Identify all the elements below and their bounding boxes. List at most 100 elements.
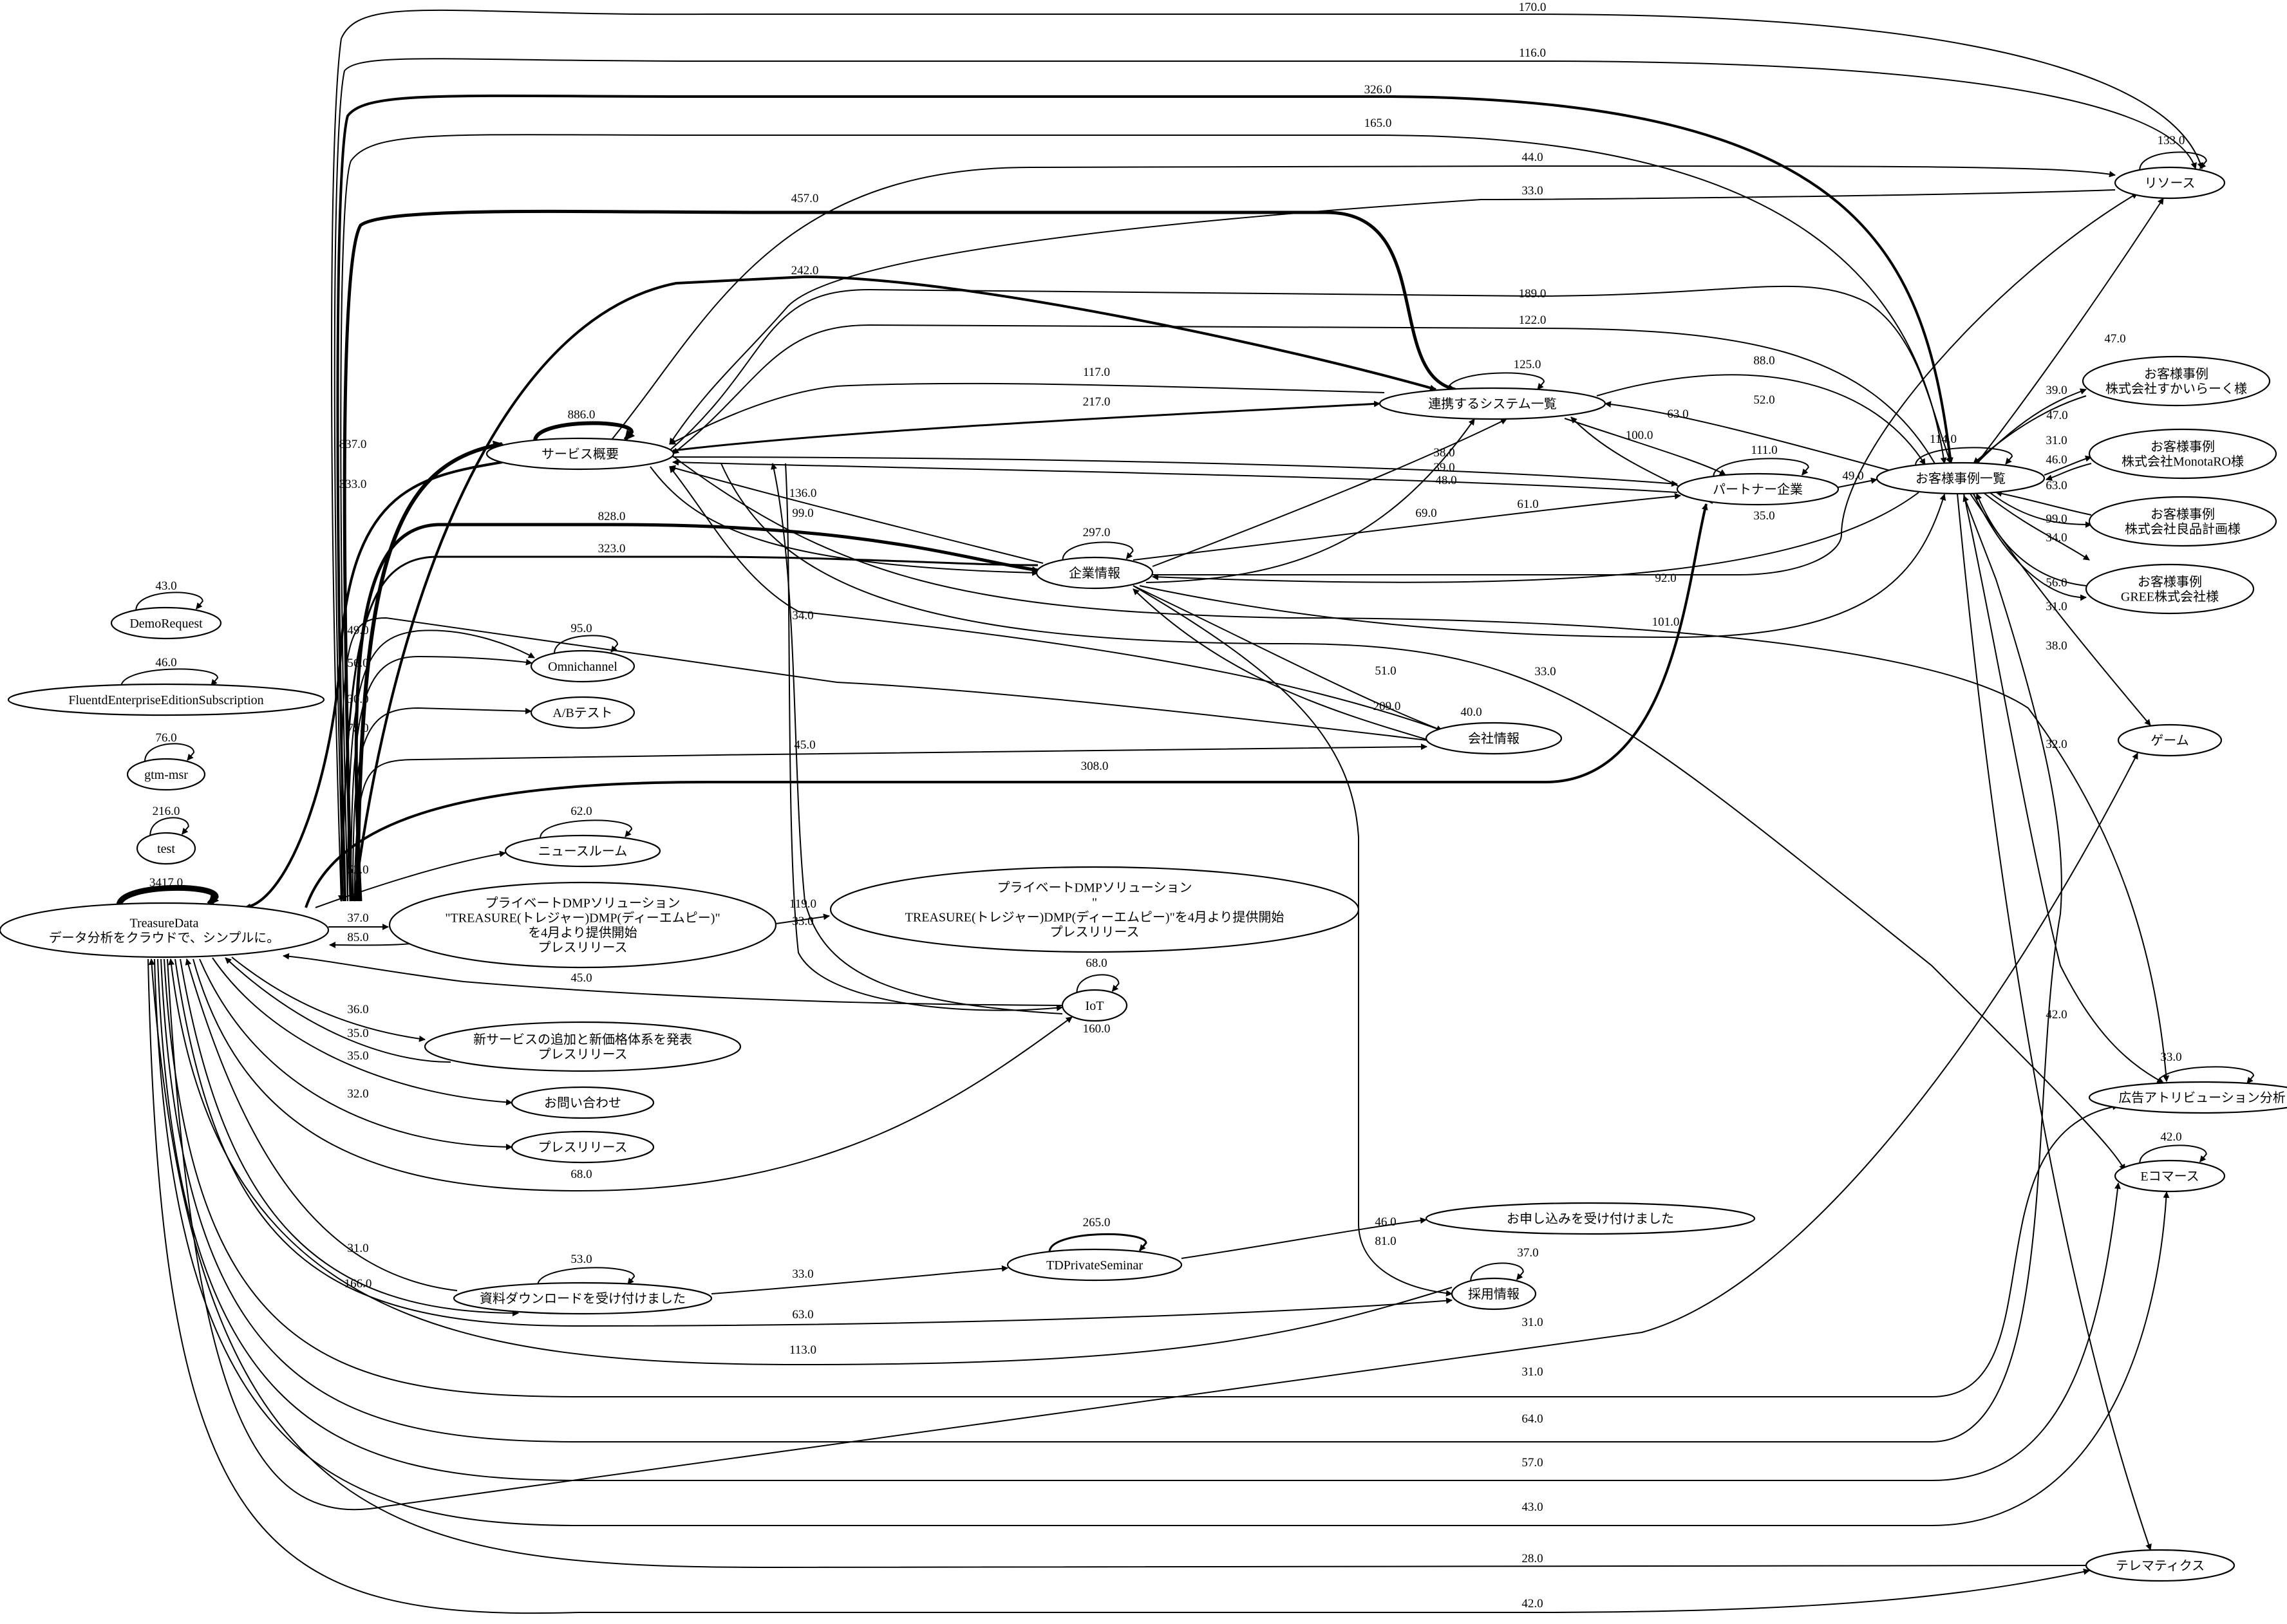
edge-weight-label: 32.0: [347, 1087, 368, 1101]
edge-e-kigyo-resource-35: [1153, 192, 2138, 575]
edge-weight-label: 297.0: [1083, 526, 1111, 539]
node-ellipse: [388, 881, 777, 969]
node-label: パートナー企業: [1713, 482, 1803, 497]
node-ellipse: [110, 606, 222, 640]
edge-weight-label: 40.0: [1460, 705, 1482, 719]
edge-e-home-self: [116, 884, 220, 907]
edge-weight-label: 42.0: [2046, 1008, 2067, 1022]
edge-e-jirei-monotaro-31: [2044, 455, 2092, 476]
edge-weight-label: 122.0: [1519, 313, 1547, 327]
node-ellipse: [1061, 989, 1128, 1022]
edge-e-gree-jirei-56: [1975, 493, 2087, 586]
node-label: お客様事例: [2144, 367, 2208, 382]
edge-weight-label: 216.0: [153, 805, 180, 818]
edge-weight-label: 95.0: [570, 622, 592, 635]
node-label: "TREASURE(トレジャー)DMP(ディーエムピー)": [445, 911, 720, 926]
edge-e-jirei-ryohin-99: [1989, 492, 2092, 528]
node-ellipse: [2088, 428, 2277, 480]
node-ellipse: [1379, 387, 1606, 420]
edge-e-jirei-telematics-42: [1957, 493, 2152, 1551]
node-label: 株式会社すかいらーく様: [2105, 382, 2247, 397]
node-ellipse: [2117, 723, 2223, 757]
edge-weight-label: 68.0: [1086, 957, 1107, 970]
node-game: ゲーム: [2117, 723, 2223, 757]
edge-weight-label: 189.0: [1519, 287, 1547, 301]
node-dmp2: プライベートDMPソリューション"TREASURE(トレジャー)DMP(ディーエ…: [829, 866, 1360, 953]
edge-weight-label: 52.0: [1753, 393, 1774, 407]
edge-e-home-service-837: [355, 440, 504, 902]
edge-e-home-renkei-242: [353, 275, 1436, 902]
edge-e-kigyo-kaisha-51: [1133, 585, 1443, 732]
edge-weight-label: 99.0: [2046, 512, 2067, 526]
edge-e-jirei-gree-31: [1973, 493, 2087, 601]
edge-e-news-self: [540, 819, 633, 839]
edge-e-home-partner-308: [305, 503, 1708, 908]
edge-e-home-omni-49: [347, 630, 535, 902]
edge-weight-label: 46.0: [2046, 453, 2067, 467]
node-shiryo: 資料ダウンロードを受け付けました: [453, 1282, 713, 1315]
node-label: お申し込みを受け付けました: [1507, 1211, 1674, 1226]
edge-weight-label: 117.0: [1083, 366, 1110, 379]
edge-e-jirei-resource-47: [1976, 198, 2164, 464]
edge-weight-label: 46.0: [155, 656, 176, 669]
edge-e-home-telematics-42: [147, 958, 2090, 1614]
edge-weight-label: 828.0: [598, 510, 626, 523]
node-demo: DemoRequest: [110, 606, 222, 640]
edge-e-service-ecommerce-40: [720, 463, 2125, 1171]
node-label: TDPrivateSeminar: [1046, 1258, 1143, 1273]
edge-weight-label: 81.0: [1375, 1235, 1396, 1248]
edge-e-fluentd-self: [120, 668, 219, 687]
edge-weight-label: 100.0: [1626, 429, 1653, 442]
edge-weight-label: 42.0: [1521, 1597, 1543, 1610]
node-abtest: A/Bテスト: [530, 696, 635, 729]
node-label: プレスリリース: [538, 1048, 628, 1062]
edge-weight-label: 31.0: [2046, 434, 2067, 447]
node-label: プレスリリース: [1050, 926, 1140, 940]
node-ellipse: [1676, 472, 1840, 506]
node-ellipse: [2085, 563, 2255, 615]
node-label: test: [157, 842, 175, 856]
edge-e-jirei-kokoku-32: [1963, 493, 2164, 1083]
edge-e-kigyo-self: [1062, 541, 1134, 561]
edge-weight-label: 133.0: [2158, 134, 2185, 147]
node-resource: リソース: [2114, 166, 2226, 200]
node-ellipse: [2088, 496, 2277, 547]
node-partner: パートナー企業: [1676, 472, 1840, 506]
edge-weight-label: 35.0: [347, 1027, 368, 1040]
edge-e-kigyo-service-136: [669, 465, 1044, 564]
edge-e-home-ecommerce-57: [157, 958, 2121, 1481]
edge-e-jirei-service-122: [672, 324, 1935, 464]
edge-e-resource-self: [2139, 151, 2207, 171]
edge-e-ryohin-jirei-63: [1995, 490, 2092, 516]
edge-weight-label: 33.0: [2160, 1050, 2181, 1064]
edge-weight-label: 242.0: [791, 264, 819, 277]
node-ellipse: [2088, 1081, 2287, 1114]
node-ellipse: [829, 866, 1360, 953]
node-label: お客様事例一覧: [1915, 471, 2006, 486]
edge-e-partner-self: [1713, 458, 1809, 477]
node-label: TreasureData: [129, 917, 198, 931]
edge-e-renkei-partner-63: [1564, 418, 1726, 476]
edge-weight-label: 114.0: [1930, 433, 1957, 446]
edge-weight-label: 33.0: [1534, 665, 1556, 678]
node-kigyo: 企業情報: [1035, 556, 1154, 590]
edge-weight-label: 36.0: [347, 1003, 368, 1016]
edge-e-omni-self: [554, 635, 619, 654]
node-ellipse: [1451, 1277, 1537, 1311]
edge-e-home-resource-116: [334, 58, 2197, 902]
edge-e-shiryo-home-31: [185, 958, 458, 1291]
edge-e-home-news-52: [315, 850, 506, 908]
edge-e-newsvc-home-35: [225, 957, 451, 1063]
edge-e-home-kigyo-828: [354, 523, 1039, 902]
edge-e-home-jirei-165: [340, 134, 1947, 902]
edge-e-service-renkei-217: [672, 400, 1380, 452]
edge-weight-label: 116.0: [1519, 46, 1546, 60]
edge-weight-label: 209.0: [1373, 700, 1401, 713]
edge-e-demo-self: [135, 592, 203, 611]
node-ellipse: [1035, 556, 1154, 590]
node-moshikomi: お申し込みを受け付けました: [1425, 1202, 1756, 1235]
node-label: お客様事例: [2151, 507, 2215, 522]
edge-weight-label: 99.0: [792, 507, 813, 520]
